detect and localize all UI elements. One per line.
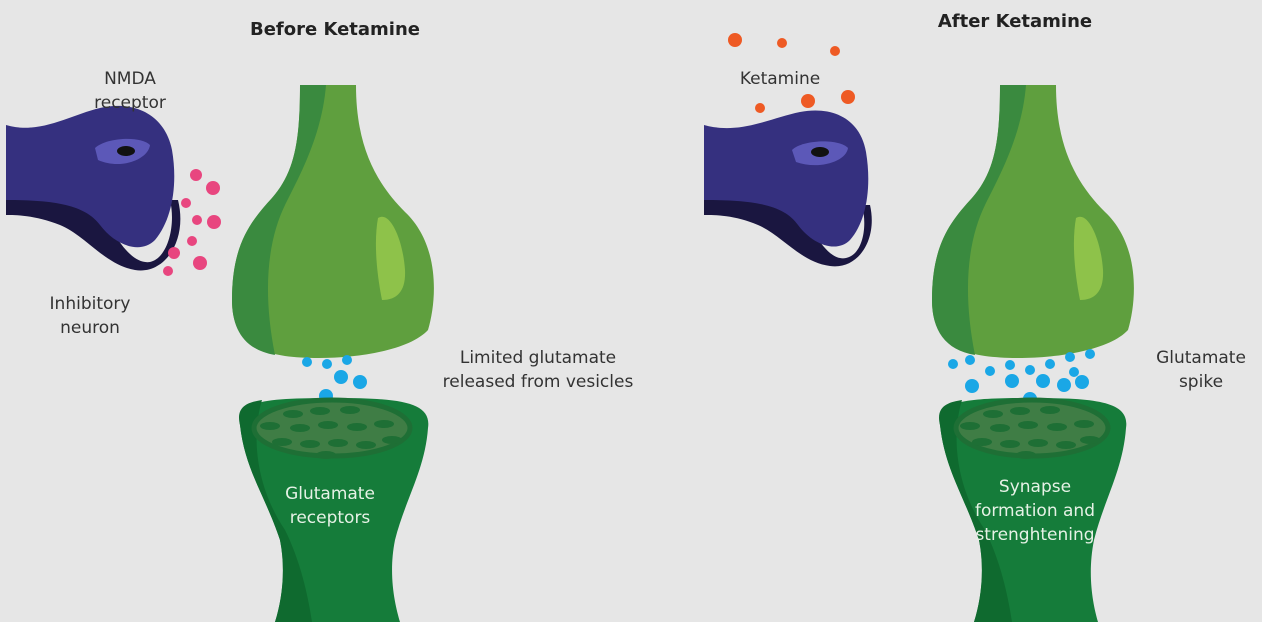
glutamate-spike xyxy=(948,349,1095,406)
receptor-spot xyxy=(290,424,310,432)
ketamine-dot xyxy=(755,103,765,113)
glutamate-dot xyxy=(1005,360,1015,370)
receptor-spot xyxy=(1028,439,1048,447)
glutamate-dot xyxy=(1069,367,1079,377)
presynaptic-shade xyxy=(232,85,326,355)
presynaptic-terminal xyxy=(232,85,434,359)
inhibitory-dot xyxy=(207,215,221,229)
glutamate-dot xyxy=(965,355,975,365)
postsynaptic-shade xyxy=(939,400,1012,622)
postsynaptic-spine-after xyxy=(939,397,1127,622)
receptor-spot xyxy=(283,410,303,418)
glutamate-spike-label: Glutamate spike xyxy=(1156,348,1246,392)
glutamate-dot xyxy=(1036,374,1050,388)
inhibitory-dot xyxy=(193,256,207,270)
glutamate-dot xyxy=(985,366,995,376)
receptor-spot xyxy=(300,440,320,448)
ketamine-label: Ketamine xyxy=(739,69,821,89)
receptor-spot xyxy=(1080,436,1100,444)
glutamate-receptor-spots xyxy=(960,406,1100,459)
receptor-spot xyxy=(260,422,280,430)
glutamate-dot xyxy=(302,357,312,367)
ketamine-dot xyxy=(777,38,787,48)
receptor-spot xyxy=(316,451,336,459)
receptor-spot xyxy=(1056,441,1076,449)
postsynaptic-spine xyxy=(239,397,429,622)
receptor-spot xyxy=(1018,421,1038,429)
glutamate-dot xyxy=(1065,352,1075,362)
before-panel xyxy=(6,85,434,622)
ketamine-dot xyxy=(728,33,742,47)
glutamate-dot xyxy=(334,370,348,384)
glutamate-dot xyxy=(342,355,352,365)
nmda-receptor-core xyxy=(811,147,829,157)
vesicle-highlight xyxy=(375,216,406,300)
glutamate-dot xyxy=(322,359,332,369)
inhibitory-neuron xyxy=(6,105,181,271)
ketamine-dot xyxy=(830,46,840,56)
nmda-receptor-core xyxy=(117,146,135,156)
presynaptic-terminal-after xyxy=(932,85,1134,359)
limited-glutamate-label: Limited glutamate released from vesicles xyxy=(442,348,634,392)
glutamate-dot xyxy=(1085,349,1095,359)
ketamine-dot xyxy=(801,94,815,108)
receptor-spot xyxy=(318,421,338,429)
postsynaptic-shade xyxy=(239,400,312,622)
receptor-spot xyxy=(1016,451,1036,459)
after-title: After Ketamine xyxy=(937,11,1093,32)
inhibitory-dot xyxy=(192,215,202,225)
inhibitory-dot xyxy=(181,198,191,208)
receptor-spot xyxy=(990,424,1010,432)
receptor-spot xyxy=(1000,440,1020,448)
receptor-spot xyxy=(960,422,980,430)
glutamate-dot xyxy=(1057,378,1071,392)
receptor-spot xyxy=(347,423,367,431)
glutamate-dot xyxy=(1045,359,1055,369)
inhibitory-dot xyxy=(163,266,173,276)
inhibitory-dot xyxy=(168,247,180,259)
before-title: Before Ketamine xyxy=(249,19,420,40)
glutamate-dot xyxy=(1075,375,1089,389)
glutamate-dot xyxy=(1025,365,1035,375)
receptor-spot xyxy=(356,441,376,449)
vesicle-highlight xyxy=(1073,216,1104,300)
receptor-spot xyxy=(374,420,394,428)
receptor-spot xyxy=(983,410,1003,418)
receptor-spot xyxy=(1074,420,1094,428)
after-panel xyxy=(704,33,1134,622)
glutamate-dot xyxy=(353,375,367,389)
glutamate-dot xyxy=(948,359,958,369)
inhibitory-neurotransmitters xyxy=(163,169,221,276)
nmda-receptor-label: NMDA receptor xyxy=(94,69,166,113)
glutamate-dot xyxy=(965,379,979,393)
receptor-spot xyxy=(1010,407,1030,415)
receptor-spot xyxy=(272,438,292,446)
receptor-spot xyxy=(310,407,330,415)
receptor-spot xyxy=(972,438,992,446)
receptor-spot xyxy=(1047,423,1067,431)
glutamate-receptor-spots xyxy=(260,406,402,459)
glutamate-receptors-label: Glutamate receptors xyxy=(285,484,375,528)
presynaptic-shade xyxy=(932,85,1026,355)
synapse-formation-label: Synapse formation and strenghtening xyxy=(974,477,1095,545)
inhibitory-dot xyxy=(206,181,220,195)
inhibitory-neuron-after xyxy=(704,110,872,267)
inhibitory-neuron-label: Inhibitory neuron xyxy=(49,294,131,338)
receptor-spot xyxy=(328,439,348,447)
inhibitory-dot xyxy=(187,236,197,246)
receptor-spot xyxy=(382,436,402,444)
receptor-spot xyxy=(340,406,360,414)
receptor-spot xyxy=(1040,406,1060,414)
glutamate-dot xyxy=(1005,374,1019,388)
ketamine-dot xyxy=(841,90,855,104)
inhibitory-dot xyxy=(190,169,202,181)
